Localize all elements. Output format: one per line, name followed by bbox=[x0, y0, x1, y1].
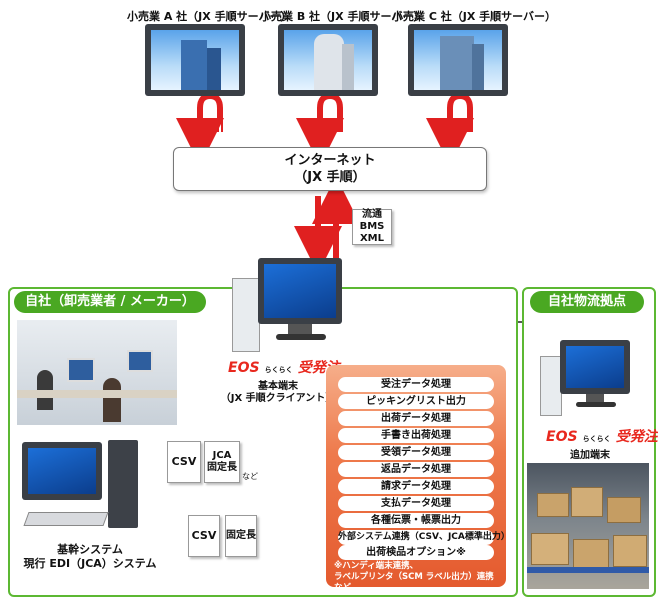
process-item: 支払データ処理 bbox=[338, 496, 494, 511]
panel-note-line1: ※ハンディ端末連携、 bbox=[334, 561, 419, 571]
doc-jca-top: JCA 固定長 bbox=[204, 441, 240, 483]
process-item: 出荷データ処理 bbox=[338, 411, 494, 426]
main-terminal-role: （JX 手順クライアント） bbox=[220, 393, 336, 404]
doc-csv-top-label: CSV bbox=[171, 455, 197, 468]
process-item: 外部システム連携（CSV、JCA標準出力） bbox=[338, 530, 510, 545]
doc-jca-top-line2: 固定長 bbox=[207, 462, 237, 473]
main-terminal-brand: EOS らくらく 受発注 bbox=[228, 357, 340, 377]
format-badge-line1: 流通 BMS bbox=[359, 209, 385, 232]
main-terminal-type: 基本端末 bbox=[258, 381, 298, 392]
doc-csv-top: CSV bbox=[167, 441, 201, 483]
main-brand-kana: らくらく bbox=[264, 366, 293, 374]
process-item-option: 出荷検品オプション※ bbox=[338, 545, 494, 560]
warehouse-photo bbox=[527, 463, 649, 589]
format-badge-line2: XML bbox=[359, 233, 385, 244]
doc-fixed-bottom: 固定長 bbox=[225, 515, 257, 557]
extra-terminal-image bbox=[540, 340, 632, 422]
server-b-image bbox=[278, 24, 378, 96]
server-a-image bbox=[145, 24, 245, 96]
doc-csv-bottom: CSV bbox=[188, 515, 220, 557]
server-c-label: 小売業 C 社（JX 手順サーバー） bbox=[392, 10, 557, 23]
internet-box: インターネット （JX 手順） bbox=[173, 147, 487, 191]
server-c-image bbox=[408, 24, 508, 96]
extra-brand-product: 受発注 bbox=[615, 429, 658, 445]
process-item: 返品データ処理 bbox=[338, 462, 494, 477]
core-system-title: 基幹システム bbox=[57, 543, 123, 556]
server-c-arrows bbox=[426, 92, 474, 166]
process-item: 各種伝票・帳票出力 bbox=[338, 513, 494, 528]
extra-brand-eos: EOS bbox=[546, 429, 578, 445]
doc-fixed-bottom-label: 固定長 bbox=[226, 530, 256, 541]
internet-subtitle: （JX 手順） bbox=[294, 170, 366, 185]
logistics-zone-title: 自社物流拠点 bbox=[530, 291, 644, 313]
process-item: 請求データ処理 bbox=[338, 479, 494, 494]
server-b-arrows bbox=[296, 92, 344, 166]
process-item: 受注データ処理 bbox=[338, 377, 494, 392]
doc-csv-bottom-label: CSV bbox=[191, 529, 217, 542]
main-brand-eos: EOS bbox=[228, 360, 260, 376]
main-terminal-image bbox=[232, 258, 342, 358]
extra-terminal-brand: EOS らくらく 受発注 bbox=[546, 426, 658, 446]
extra-brand-kana: らくらく bbox=[582, 435, 611, 443]
core-system-subtitle: 現行 EDI（JCA）システム bbox=[23, 557, 157, 570]
internet-terminal-arrows bbox=[294, 176, 360, 274]
doc-top-etc: など bbox=[242, 472, 258, 481]
panel-note: ※ハンディ端末連携、 ラベルプリンタ（SCM ラベル出力）連携 など bbox=[334, 561, 504, 594]
format-badge: 流通 BMS XML bbox=[352, 209, 392, 245]
process-item: 手書き出荷処理 bbox=[338, 428, 494, 443]
panel-note-line2: ラベルプリンタ（SCM ラベル出力）連携 など bbox=[334, 572, 494, 593]
core-system-image bbox=[22, 440, 142, 535]
process-item: ピッキングリスト出力 bbox=[338, 394, 494, 409]
company-zone-title: 自社（卸売業者 / メーカー） bbox=[14, 291, 206, 313]
internet-title: インターネット bbox=[284, 153, 376, 168]
extra-terminal-type: 追加端末 bbox=[570, 450, 610, 461]
server-a-arrows bbox=[176, 92, 224, 166]
doc-jca-top-line1: JCA bbox=[212, 450, 232, 461]
office-photo bbox=[17, 320, 177, 425]
server-b-label: 小売業 B 社（JX 手順サーバー） bbox=[260, 10, 425, 23]
process-item: 受領データ処理 bbox=[338, 445, 494, 460]
server-a-label: 小売業 A 社（JX 手順サーバー） bbox=[127, 10, 292, 23]
